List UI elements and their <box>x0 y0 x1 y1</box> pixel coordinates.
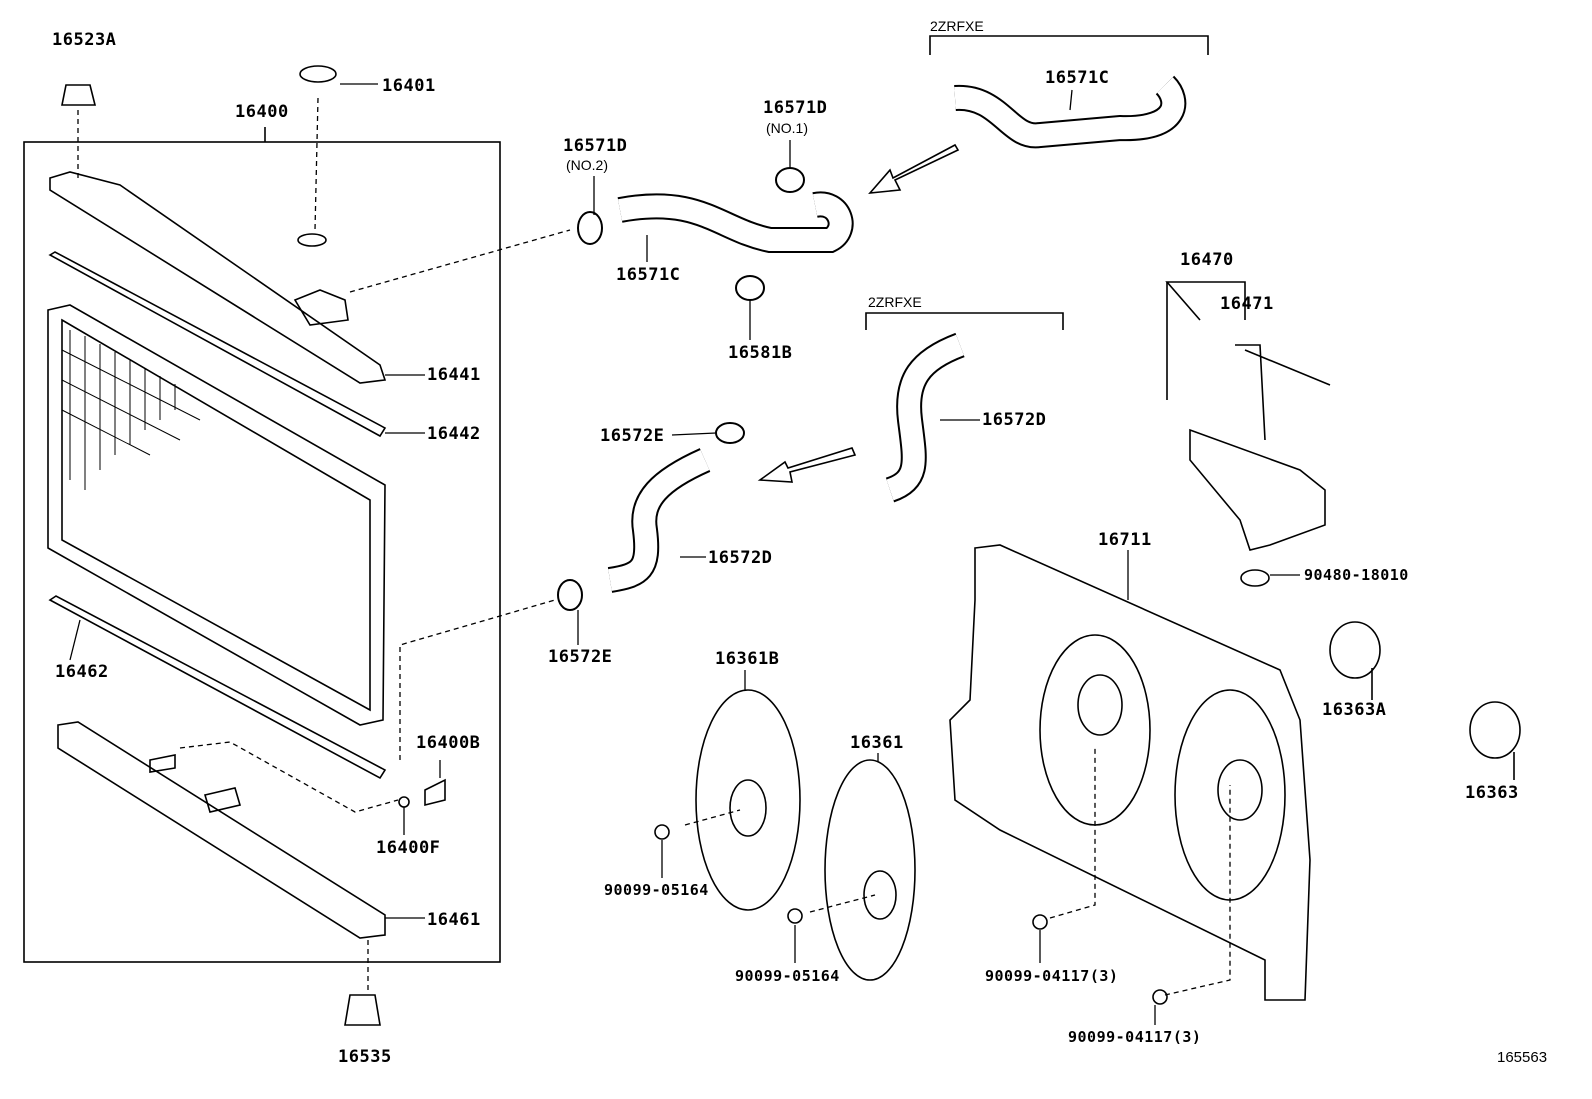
part-label-90099-05164-a[interactable]: 90099-05164 <box>604 881 709 899</box>
part-label-16363A[interactable]: 16363A <box>1322 700 1387 720</box>
fan-16361B <box>695 689 801 911</box>
fasteners <box>61 65 1270 1026</box>
part-label-90480-18010[interactable]: 90480-18010 <box>1304 566 1409 584</box>
radiator-lower-tank <box>57 721 386 939</box>
part-label-16400F[interactable]: 16400F <box>376 838 441 858</box>
fan-shroud <box>949 544 1311 1001</box>
part-label-16571D-no1[interactable]: 16571D <box>763 98 828 118</box>
part-label-90099-05164-b[interactable]: 90099-05164 <box>735 967 840 985</box>
part-label-16711[interactable]: 16711 <box>1098 530 1152 550</box>
part-label-16523A[interactable]: 16523A <box>52 30 117 50</box>
part-label-16400[interactable]: 16400 <box>235 102 289 122</box>
fan-motors <box>1329 621 1521 780</box>
part-note-no1: (NO.1) <box>766 120 808 136</box>
part-label-16361B[interactable]: 16361B <box>715 649 780 669</box>
diagram-reference-number: 165563 <box>1497 1049 1548 1066</box>
part-label-16470[interactable]: 16470 <box>1180 250 1234 270</box>
part-label-16462[interactable]: 16462 <box>55 662 109 682</box>
hoses <box>557 75 1187 611</box>
engine-label-lower: 2ZRFXE <box>868 294 922 310</box>
reservoir-tank <box>1189 344 1331 551</box>
part-label-16571C[interactable]: 16571C <box>616 265 681 285</box>
part-label-16572E-bottom[interactable]: 16572E <box>548 647 613 667</box>
part-label-16572E-top[interactable]: 16572E <box>600 426 665 446</box>
part-label-16442[interactable]: 16442 <box>427 424 481 444</box>
upper-seal <box>48 251 387 438</box>
engine-label-upper: 2ZRFXE <box>930 18 984 34</box>
radiator-assembly-box <box>23 141 501 963</box>
part-label-16572D-upper[interactable]: 16572D <box>982 410 1047 430</box>
part-label-16535[interactable]: 16535 <box>338 1047 392 1067</box>
part-label-90099-04117-b[interactable]: 90099-04117(3) <box>1068 1028 1202 1046</box>
part-label-16571D-no2[interactable]: 16571D <box>563 136 628 156</box>
lower-seal <box>48 595 387 780</box>
part-label-16581B[interactable]: 16581B <box>728 343 793 363</box>
fan-16361 <box>824 759 916 981</box>
part-label-16401[interactable]: 16401 <box>382 76 436 96</box>
part-label-16461[interactable]: 16461 <box>427 910 481 930</box>
part-label-16363[interactable]: 16363 <box>1465 783 1519 803</box>
part-label-90099-04117-a[interactable]: 90099-04117(3) <box>985 967 1119 985</box>
part-label-16400B[interactable]: 16400B <box>416 733 481 753</box>
part-note-no2: (NO.2) <box>566 157 608 173</box>
direction-arrows <box>757 143 960 483</box>
part-label-16571C-upper[interactable]: 16571C <box>1045 68 1110 88</box>
part-label-16471[interactable]: 16471 <box>1220 294 1274 314</box>
part-label-16441[interactable]: 16441 <box>427 365 481 385</box>
radiator-core <box>47 304 386 726</box>
part-label-16572D[interactable]: 16572D <box>708 548 773 568</box>
part-label-16361[interactable]: 16361 <box>850 733 904 753</box>
